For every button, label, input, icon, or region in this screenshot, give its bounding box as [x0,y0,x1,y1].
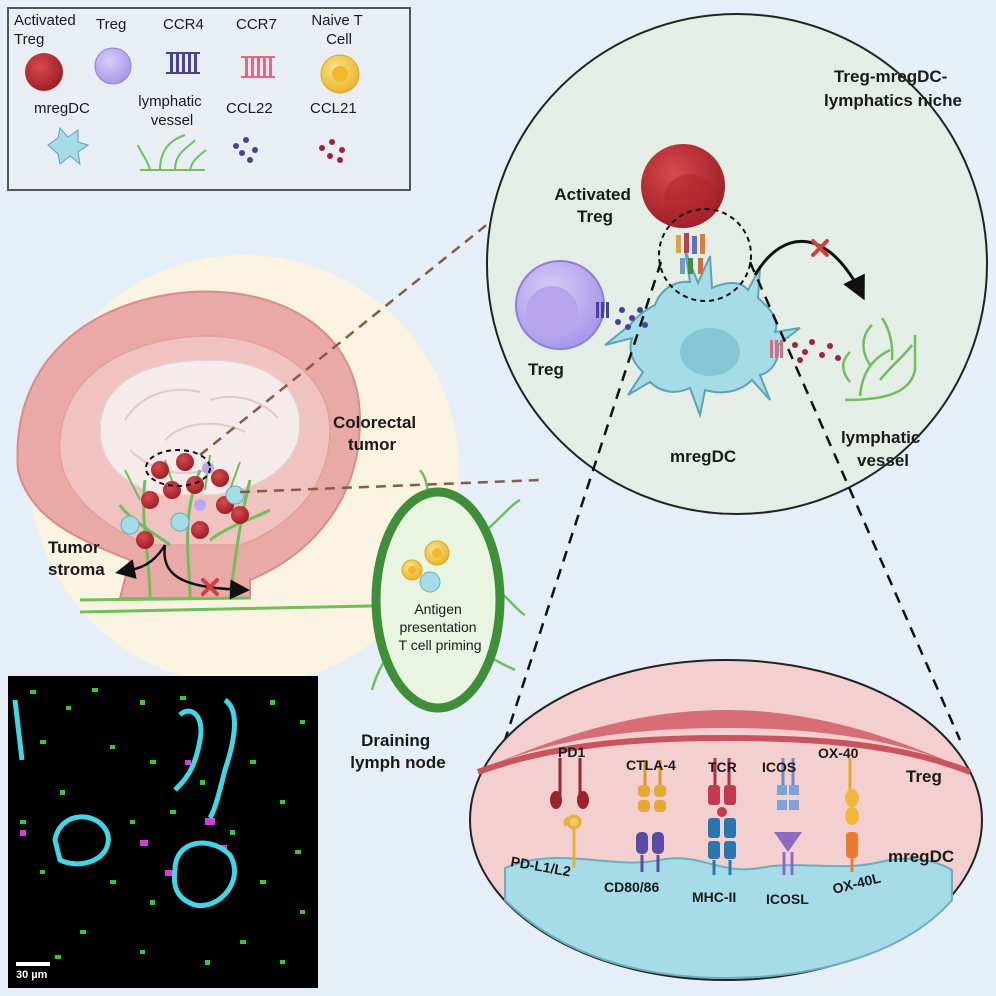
block-x-icon-tumor [201,578,219,596]
tumor-mregdcs [120,462,245,535]
label-tcr: TCR [708,759,737,775]
niche-lymphatic-vessel [842,317,917,402]
label-mhc2: MHC-II [692,889,736,905]
legend-lymphatic-label: lymphatic vessel [138,93,206,129]
niche-receptor-bundle [676,233,705,274]
pdl1-ligand [563,814,582,868]
legend-ccr7-label: CCR7 [236,16,277,33]
legend-activated-treg-icon [25,53,63,91]
legend-ccr4-label: CCR4 [163,16,204,33]
ox40-receptor [845,758,859,825]
tcr-receptor [708,758,736,817]
scale-bar-label: 30 µm [16,969,48,981]
niche-connector-upper [199,189,531,456]
colorectal-tumor-illustration [16,290,421,614]
legend-ccr7-icon [241,56,275,78]
label-icosl: ICOSL [766,891,809,907]
lymph-node [370,469,526,713]
legend-ccl21-icon [319,139,345,163]
legend-ccl21-label: CCL21 [310,100,357,117]
legend-lymphatic-icon [137,134,207,171]
legend-ccl22-label: CCL22 [226,100,273,117]
ox40l-ligand [846,832,858,872]
niche-ccl21-dots [792,339,841,363]
niche-lymphatic-label: lymphatic vessel [841,428,925,470]
niche-ccl22-dots [615,307,648,330]
legend-activated-treg-label: Activated Treg [14,12,80,48]
synapse-zoom-circle [658,208,752,302]
label-ox40: OX-40 [818,745,859,761]
stroma-arrow [115,544,167,579]
lymph-node-inner-text: Antigen presentation T cell priming [399,601,482,653]
niche-mregdc-label: mregDC [670,447,736,466]
pd1-receptor [550,758,589,809]
icosl-ligand [774,832,802,875]
blocked-lymph-arrow [163,544,250,600]
label-pd1: PD1 [558,744,585,760]
label-icos: ICOS [762,759,796,775]
lymph-node-label: Draining lymph node [350,731,445,772]
ctla4-receptor [638,760,666,812]
icos-receptor [777,758,799,810]
synapse-mregdc-label: mregDC [888,847,954,866]
block-x-icon-niche [811,239,829,257]
tumor-zoom-ellipse [145,449,211,487]
mhc2-ligand [708,818,736,875]
synapse-cone-left [503,261,663,741]
niche-title: Treg-mregDC- lymphatics niche [824,67,962,110]
legend-ccl22-icon [233,137,258,163]
niche-treg-label: Treg [528,360,564,379]
legend-treg-icon [94,47,132,85]
label-ctla4: CTLA-4 [626,757,676,773]
legend-ccr4-icon [166,52,200,74]
fluorescence-micrograph [8,676,318,988]
niche-activated-treg-label: Activated Treg [554,185,635,226]
legend-treg-label: Treg [96,16,126,33]
tumor-activated-tregs [136,453,249,549]
legend-mregdc-icon [47,126,90,166]
tumor-label: Colorectal tumor [333,413,421,454]
niche-ccr4-receptor [596,302,609,318]
niche-migration-arrow [753,239,865,301]
tumor-stroma-label: Tumor stroma [48,538,105,579]
cd80-ligand [636,832,664,872]
niche-ccr7-receptor [770,340,783,358]
label-cd80: CD80/86 [604,879,659,895]
synapse-treg-label: Treg [906,767,942,786]
legend-naive-t-cell-label: Naive T Cell [311,12,366,48]
legend-mregdc-label: mregDC [34,100,90,117]
